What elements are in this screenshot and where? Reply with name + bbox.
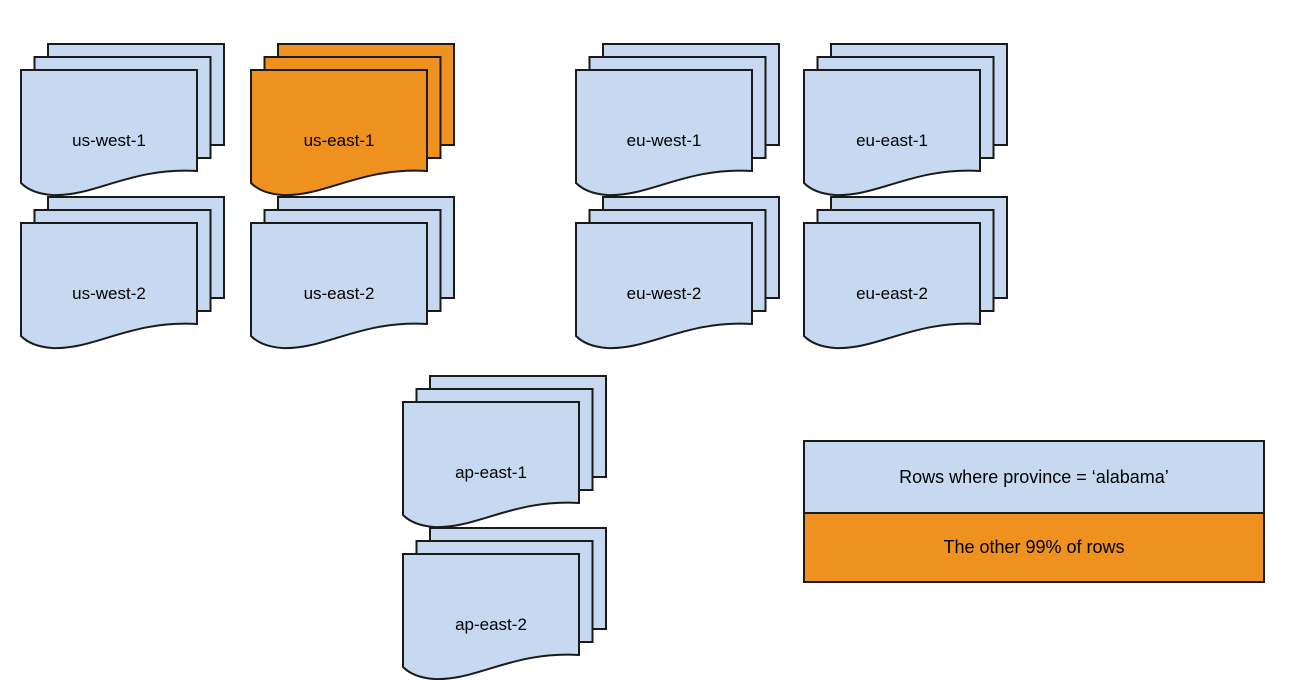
stack-sheet-front — [250, 69, 428, 197]
region-stack-eu-west-1[interactable]: eu-west-1 — [575, 43, 780, 197]
legend-row-label: Rows where province = ‘alabama’ — [899, 466, 1169, 487]
legend: Rows where province = ‘alabama’ The other… — [803, 440, 1265, 583]
legend-row-label: The other 99% of rows — [943, 537, 1125, 557]
region-stack-shape — [250, 196, 455, 350]
region-stack-shape — [803, 43, 1008, 197]
region-stack-shape — [402, 527, 607, 680]
stack-sheet-front — [803, 222, 981, 350]
region-stack-us-east-2[interactable]: us-east-2 — [250, 196, 455, 350]
stack-sheet-front — [250, 222, 428, 350]
region-stack-eu-west-2[interactable]: eu-west-2 — [575, 196, 780, 350]
region-stack-shape — [20, 196, 225, 350]
stack-sheet-front — [575, 222, 753, 350]
region-stack-shape — [575, 196, 780, 350]
stack-sheet-front — [20, 69, 198, 197]
stack-sheet-front — [575, 69, 753, 197]
region-stack-shape — [250, 43, 455, 197]
region-stack-eu-east-1[interactable]: eu-east-1 — [803, 43, 1008, 197]
region-stack-us-east-1[interactable]: us-east-1 — [250, 43, 455, 197]
region-stack-ap-east-1[interactable]: ap-east-1 — [402, 375, 607, 529]
stack-sheet-front — [402, 553, 580, 680]
stack-sheet-front — [20, 222, 198, 350]
region-stack-shape — [803, 196, 1008, 350]
legend-row-alabama-rows: Rows where province = ‘alabama’ — [805, 442, 1263, 514]
legend-row-other-rows: The other 99% of rows — [805, 514, 1263, 581]
region-stack-shape — [575, 43, 780, 197]
region-stack-us-west-2[interactable]: us-west-2 — [20, 196, 225, 350]
region-stack-shape — [20, 43, 225, 197]
stack-sheet-front — [402, 401, 580, 529]
stack-sheet-front — [803, 69, 981, 197]
region-stack-us-west-1[interactable]: us-west-1 — [20, 43, 225, 197]
region-stack-eu-east-2[interactable]: eu-east-2 — [803, 196, 1008, 350]
region-stack-ap-east-2[interactable]: ap-east-2 — [402, 527, 607, 680]
region-stack-shape — [402, 375, 607, 529]
